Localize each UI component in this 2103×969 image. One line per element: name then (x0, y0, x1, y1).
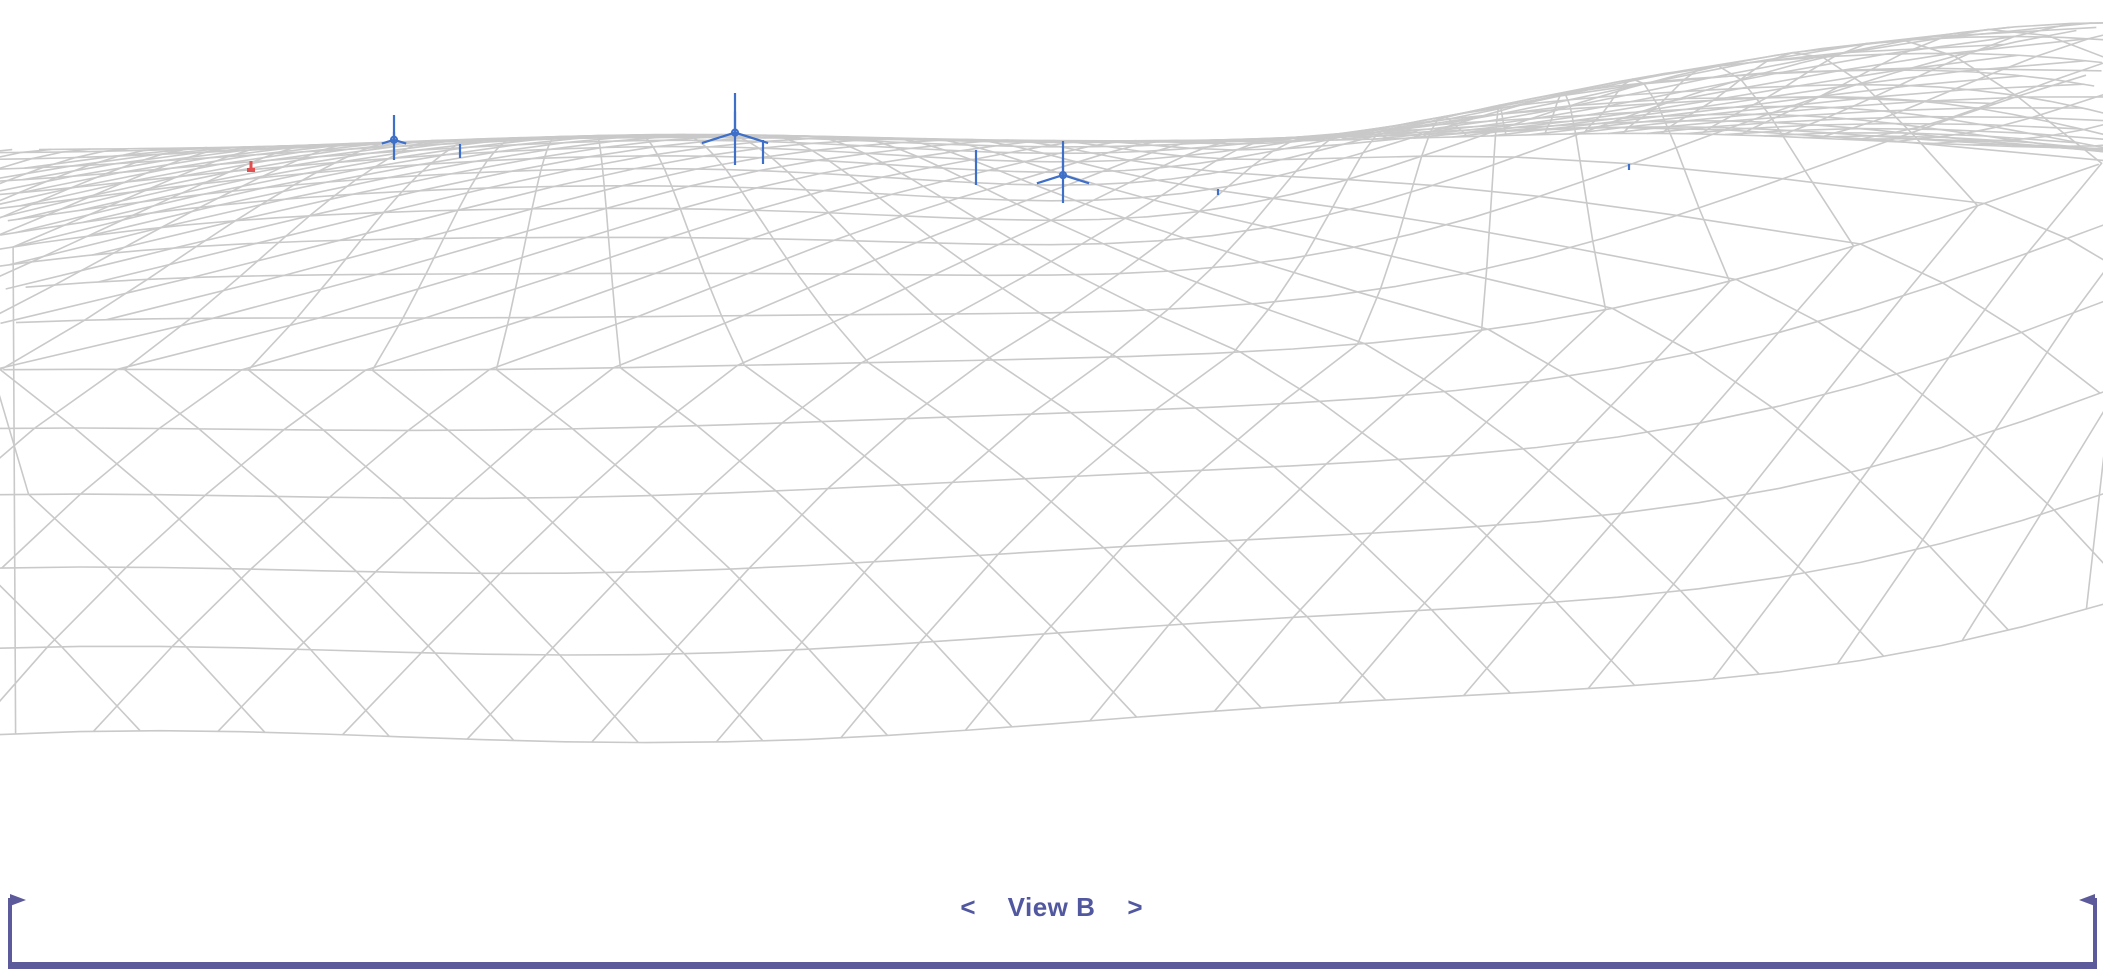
terrain-mesh-line (0, 603, 2103, 744)
location-marker-icon (247, 161, 255, 172)
next-view-button[interactable]: > (1127, 891, 1143, 922)
terrain-mesh-line (466, 136, 1312, 740)
terrain-mesh-line (0, 148, 13, 152)
terrain-mesh-line (342, 138, 1273, 736)
terrain-mesh-line (3, 163, 2100, 372)
wind-turbine-icon (701, 93, 769, 165)
terrain-mesh-line (595, 134, 1013, 728)
prev-view-button[interactable]: < (960, 891, 976, 922)
terrain-mesh-line (25, 29, 2077, 288)
wind-turbine-icon (381, 115, 407, 160)
terrain-mesh-line (0, 96, 2103, 196)
terrain-mesh-line (92, 139, 1195, 732)
terrain-mesh-line (1, 140, 1117, 569)
terrain-mesh-line (1338, 78, 1731, 704)
terrain-mesh-line (0, 493, 2103, 656)
terrain-mesh-line (0, 126, 2103, 154)
terrain-mesh-line (673, 133, 1262, 709)
terrain-mesh-line (1462, 65, 1855, 697)
terrain-mesh-line (0, 148, 52, 158)
view-label: View B (1007, 891, 1096, 922)
view-footer (0, 880, 2103, 969)
terrain-mesh-line (1817, 34, 2103, 610)
terrain-mesh-line (1724, 127, 2103, 140)
terrain-mesh-line (0, 35, 2103, 250)
terrain-mesh-line (1024, 139, 2103, 261)
terrain-mesh-line (0, 300, 2103, 500)
wind-turbine-icon (1036, 141, 1090, 203)
terrain-wireframe (0, 21, 2103, 744)
terrain-mesh-line (15, 74, 2087, 324)
terrain-mesh-line (0, 22, 2103, 267)
terrain-mesh-line (0, 224, 2103, 432)
terrain-mesh-line (0, 52, 2102, 236)
terrain-mesh-line (247, 138, 639, 744)
terrain-mesh-line (1587, 51, 1979, 690)
terrain-mesh-line (1569, 96, 2103, 135)
terrain-mesh-line (829, 136, 1760, 675)
terrain-mesh-line (38, 132, 2064, 151)
terrain-mesh-line (0, 139, 1078, 459)
flag-right-icon (2079, 894, 2095, 906)
terrain-mesh-line (1374, 37, 2089, 140)
terrain-mesh-line (0, 139, 1039, 370)
terrain-mesh-line (1335, 35, 2015, 141)
terrain-mesh-line (0, 113, 2103, 170)
view-navigator: < View B > (0, 887, 2103, 927)
terrain-mesh-line (751, 134, 1511, 694)
terrain-mesh-line (7, 69, 2095, 222)
terrain-mesh-line (946, 138, 2103, 564)
terrain-mesh-line (1739, 28, 2103, 665)
frame-bottom-bar (8, 962, 2097, 969)
flag-left-icon (10, 894, 26, 906)
terrain-mesh-line (0, 83, 2103, 210)
terrain-mesh-line (0, 120, 2103, 161)
terrain-mesh-line (0, 391, 2103, 575)
terrain-mesh-line (0, 105, 2103, 182)
terrain-mesh-line (1685, 122, 2081, 135)
terrain-mesh-line (0, 142, 363, 733)
terrain-mesh-line (371, 137, 764, 742)
